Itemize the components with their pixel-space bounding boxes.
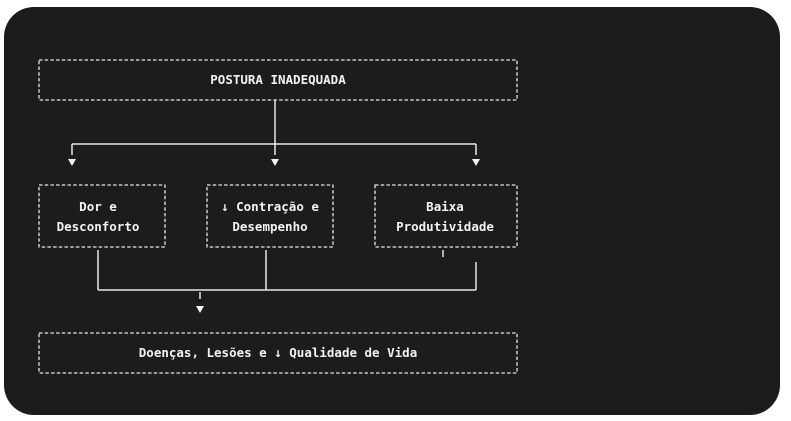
bottom-node-box (38, 332, 518, 374)
middle-node-1-line2: Desconforto (57, 219, 140, 234)
diagram-panel (4, 7, 780, 415)
top-node-label: POSTURA INADEQUADA (210, 72, 346, 87)
middle-node-1-box (38, 184, 166, 248)
middle-node-2-line2: Desempenho (232, 219, 307, 234)
bottom-node-label: Doenças, Lesões e ↓ Qualidade de Vida (139, 345, 417, 360)
top-node-box (38, 59, 518, 101)
middle-node-3-box (374, 184, 518, 248)
arrow-to-node-3 (472, 159, 480, 166)
middle-node-2-line1: ↓ Contração e (221, 199, 319, 214)
arrow-to-node-1 (68, 159, 76, 166)
arrow-to-bottom-node (196, 306, 204, 313)
middle-node-1-line1: Dor e (79, 199, 117, 214)
middle-node-3-line2: Produtividade (396, 219, 494, 234)
arrow-to-node-2 (271, 159, 279, 166)
middle-node-2-box (206, 184, 334, 248)
middle-node-3-line1: Baixa (426, 199, 464, 214)
